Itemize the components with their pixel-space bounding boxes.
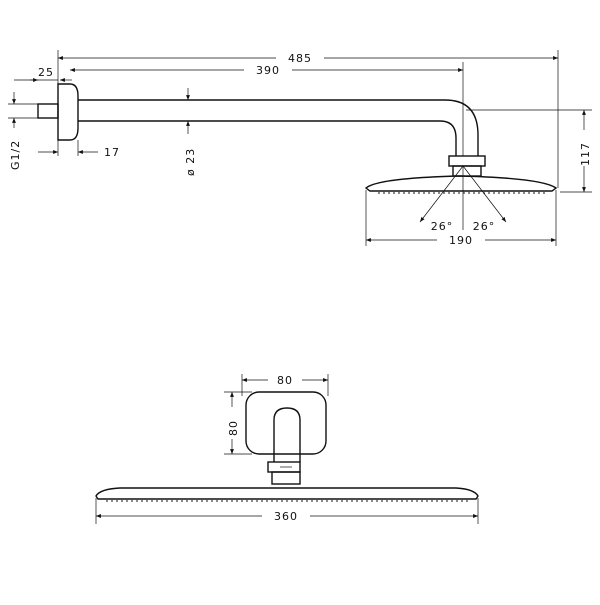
dim-label-angle-right: 26° [473,220,496,233]
shower-head-front [95,487,479,500]
dim-label-190: 190 [449,234,473,247]
dim-label-25: 25 [38,66,54,79]
label-bg [268,373,302,386]
dim-label-360: 360 [274,510,298,523]
label-bg [437,233,485,246]
swivel-nut [448,155,486,167]
dim-label-angle-left: 26° [431,220,454,233]
label-bg [225,407,239,439]
label-bg [577,130,591,166]
arm-front [273,407,301,462]
dim-label-117: 117 [579,142,592,166]
dim-label-thread: G1/2 [9,140,22,170]
spray-line-right [462,165,507,223]
shower-arm-top [78,99,479,156]
dim-label-80-height: 80 [227,420,240,436]
dim-label-17: 17 [104,146,120,159]
wall-plate-front [245,391,327,455]
ball-joint-front [271,471,301,485]
side-view: 485 390 25 G1/2 17 ø 23 117 [8,50,592,247]
label-bg [244,63,292,76]
dim-label-390: 390 [256,64,280,77]
spray-line-left [419,165,464,223]
front-view: 80 80 360 [95,373,479,524]
dim-label-80-width: 80 [277,374,293,387]
shower-arm-bottom [78,120,457,156]
label-bg [276,51,324,64]
shower-head-profile [364,175,558,192]
dim-label-diameter: ø 23 [184,148,197,176]
dim-label-485: 485 [288,52,312,65]
wall-connector-stub [37,103,59,119]
wall-flange [57,83,79,141]
label-bg [262,509,310,522]
